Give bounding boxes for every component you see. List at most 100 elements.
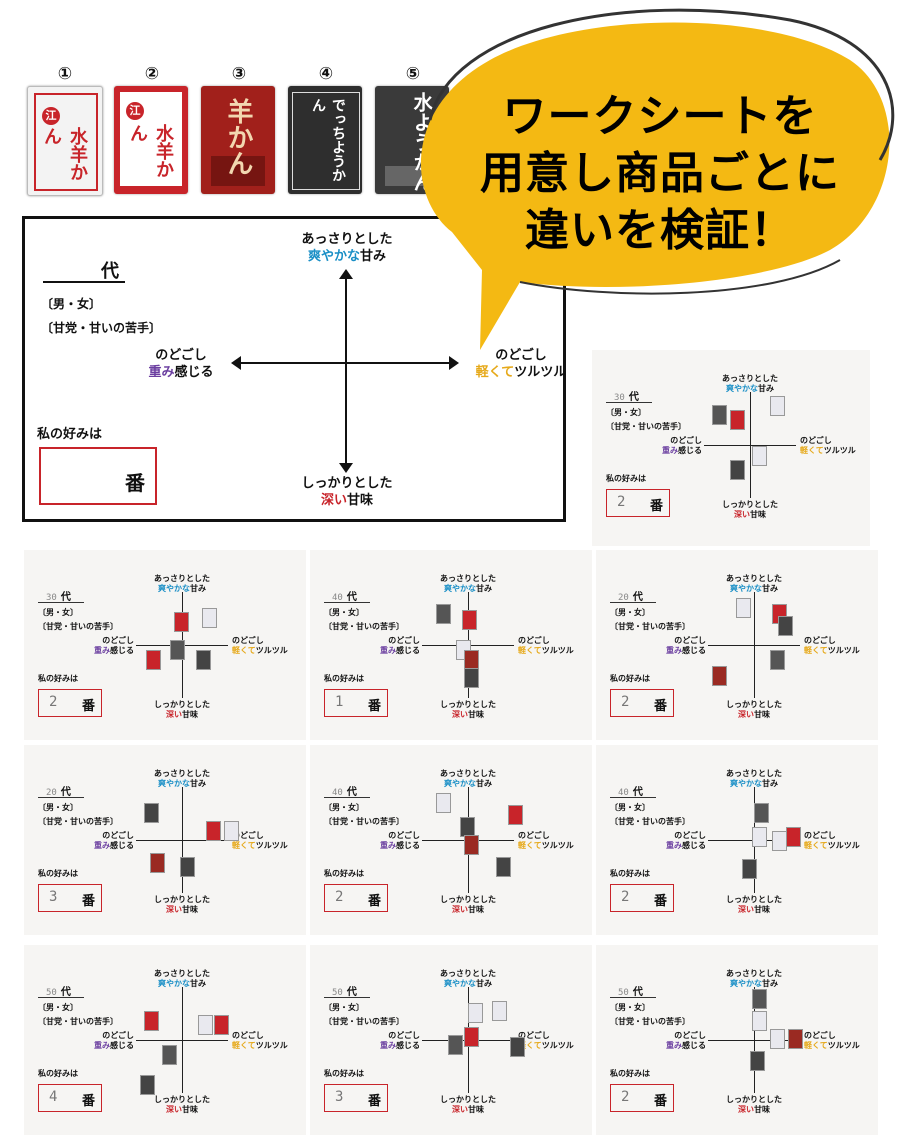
product-sticker xyxy=(772,831,787,851)
product-sticker xyxy=(206,821,221,841)
product-sticker xyxy=(202,608,217,628)
mini-gender: 〔男・女〕 xyxy=(38,608,78,617)
product-sticker xyxy=(778,616,793,636)
product-sticker xyxy=(460,817,475,837)
product-sticker xyxy=(448,1035,463,1055)
product-sticker xyxy=(754,803,769,823)
product-sticker xyxy=(144,803,159,823)
product-sticker xyxy=(770,650,785,670)
product-number: ③ xyxy=(231,64,247,84)
product-sticker xyxy=(752,1011,767,1031)
axis-top-label: あっさりとした 爽やかな甘み xyxy=(301,232,393,264)
product-sticker xyxy=(196,650,211,670)
product-package-image: 江 水羊かん xyxy=(114,86,188,194)
product-name: 水羊かん xyxy=(127,124,174,178)
axis-right-label: のどごし 軽くてツルツル xyxy=(475,348,567,380)
age-label: 代 xyxy=(101,261,119,282)
mini-pref-label: 私の好みは xyxy=(610,1069,650,1078)
product-sticker xyxy=(146,650,161,670)
product-sticker xyxy=(770,396,785,416)
product-sticker xyxy=(736,598,751,618)
horizontal-axis xyxy=(239,362,451,364)
product-sticker xyxy=(508,805,523,825)
product-sticker xyxy=(464,668,479,688)
mini-gender: 〔男・女〕 xyxy=(610,803,650,812)
product-sticker xyxy=(162,1045,177,1065)
product-sticker xyxy=(464,835,479,855)
product-sticker xyxy=(712,405,727,425)
product-number: ① xyxy=(57,64,73,84)
product-sticker xyxy=(752,989,767,1009)
axis-bottom-label: しっかりとした 深い甘味 xyxy=(301,476,393,508)
arrow-down-icon xyxy=(339,463,353,473)
mini-taste: 〔甘党・甘いの苦手〕 xyxy=(610,817,690,826)
mini-gender: 〔男・女〕 xyxy=(610,1003,650,1012)
mini-gender: 〔男・女〕 xyxy=(324,608,364,617)
product-sticker xyxy=(214,1015,229,1035)
mini-pref-label: 私の好みは xyxy=(610,674,650,683)
product-sticker xyxy=(770,1029,785,1049)
preference-label: 私の好みは xyxy=(37,427,103,442)
mini-gender: 〔男・女〕 xyxy=(38,803,78,812)
product-package-image: 羊かん xyxy=(201,86,275,194)
product-sticker xyxy=(468,1003,483,1023)
speech-bubble xyxy=(420,8,895,350)
arrow-left-icon xyxy=(231,356,241,370)
product-sticker xyxy=(496,857,511,877)
mini-pref-label: 私の好みは xyxy=(38,869,78,878)
mini-taste: 〔甘党・甘いの苦手〕 xyxy=(324,1017,404,1026)
product-package-image: 江 水羊かん xyxy=(27,86,103,196)
arrow-up-icon xyxy=(339,269,353,279)
product-sticker xyxy=(436,793,451,813)
mini-taste: 〔甘党・甘いの苦手〕 xyxy=(606,422,686,431)
bubble-text: ワークシートを 用意し商品ごとに 違いを検証！ xyxy=(480,91,840,256)
mini-pref-label: 私の好みは xyxy=(38,674,78,683)
product-name: でっちようかん xyxy=(310,98,346,182)
product-name: 羊かん xyxy=(223,98,253,176)
product-package-image: でっちようかん xyxy=(288,86,362,194)
taste-option: 〔甘党・甘いの苦手〕 xyxy=(41,321,162,335)
mini-taste: 〔甘党・甘いの苦手〕 xyxy=(38,622,118,631)
mini-taste: 〔甘党・甘いの苦手〕 xyxy=(324,817,404,826)
mini-pref-label: 私の好みは xyxy=(324,869,364,878)
product-3: ③ 羊かん xyxy=(201,62,277,194)
preference-box: 番 xyxy=(39,447,157,505)
product-sticker xyxy=(140,1075,155,1095)
product-4: ④ でっちようかん xyxy=(288,62,364,194)
vertical-axis xyxy=(345,275,347,465)
mini-taste: 〔甘党・甘いの苦手〕 xyxy=(324,622,404,631)
product-sticker xyxy=(464,1027,479,1047)
gender-option: 〔男・女〕 xyxy=(41,297,102,311)
product-sticker xyxy=(150,853,165,873)
product-sticker xyxy=(462,610,477,630)
mini-gender: 〔男・女〕 xyxy=(610,608,650,617)
product-number: ⑤ xyxy=(405,64,421,84)
product-sticker xyxy=(788,1029,803,1049)
worksheet: 代 〔男・女〕 〔甘党・甘いの苦手〕 あっさりとした 爽やかな甘み のどごし 重… xyxy=(22,216,566,522)
product-sticker xyxy=(464,650,479,670)
product-number: ④ xyxy=(318,64,334,84)
